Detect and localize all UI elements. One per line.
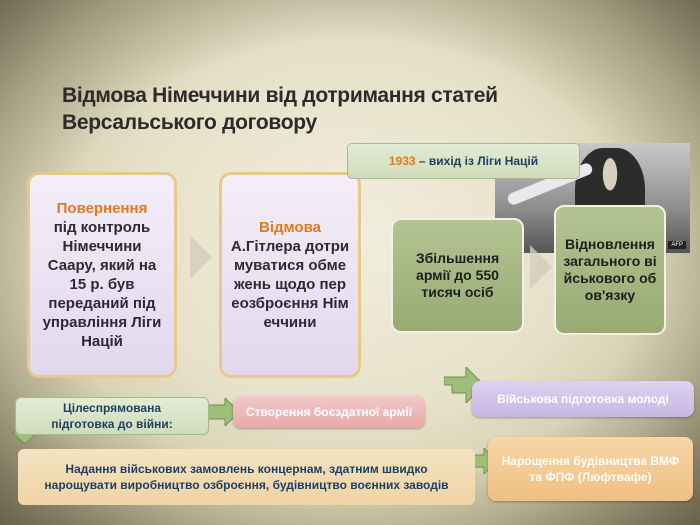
army-increase-box: Збільшення армії до 550 тисяч осіб [391,218,524,333]
military-orders-pill: Надання військових замовлень концернам, … [18,449,475,505]
slide-title: Відмова Німеччини від дотримання статей … [62,84,498,134]
war-preparation-label: Цілеспрямована підготовка до війни: [15,397,209,435]
saar-return-box: Повернення під контроль Німеччини Саару,… [27,172,177,378]
saar-return-text: під контроль Німеччини Саару, який на 15… [42,219,162,350]
army-increase-text: Збільшення армії до 550 тисяч осіб [415,250,500,300]
hitler-refusal-highlight: Відмова [259,219,321,236]
note-1933: 1933 – вихід із Ліги Націй [347,143,580,179]
conscription-text: Відновлення загального військового обов'… [563,236,657,303]
conscription-box: Відновлення загального військового обов'… [554,205,666,335]
combat-army-pill: Створення боєздатної армії [233,396,425,428]
saar-return-highlight: Повернення [56,200,148,217]
youth-training-pill: Військова підготовка молоді [472,381,694,417]
note-1933-text: – вихід із Ліги Націй [415,154,539,168]
note-1933-year: 1933 [388,154,416,168]
hitler-refusal-text: А.Гітлера дотримуватися обмежень щодо пе… [230,238,350,331]
hitler-refusal-box: Відмова А.Гітлера дотримуватися обмежень… [219,172,361,378]
arrow-2 [530,245,552,289]
navy-buildup-pill: Нарощення будівництва ВМФ та ФПФ (Люфтва… [488,437,693,501]
arrow-1 [190,235,212,279]
